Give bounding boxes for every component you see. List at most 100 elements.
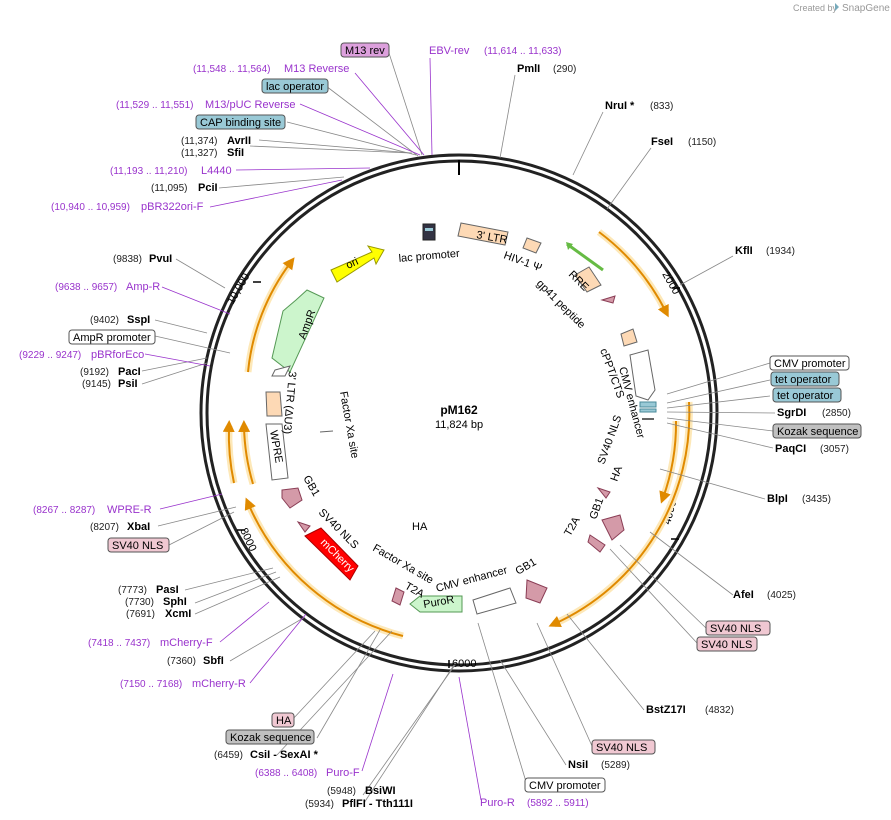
- ha-label-bottom: HA: [412, 521, 428, 533]
- primer-amp-r: Amp-R: [126, 281, 160, 293]
- primer-pbr322ori-f-range: (10,940 .. 10,959): [51, 202, 130, 213]
- tet-operator-mark-2: [639, 408, 657, 413]
- gb1-label-right: GB1: [588, 496, 607, 521]
- label-tet-operator-2: tet operator: [777, 390, 834, 402]
- snapgene-logo-icon: [835, 3, 839, 11]
- enzyme-pflfi-pos: (5934): [305, 799, 334, 810]
- box-tet-operator-1: [770, 371, 840, 387]
- kozak-mark: [642, 418, 654, 420]
- ampr-arrow: [271, 289, 325, 373]
- enzyme-csii: CsiI - SexAI *: [250, 749, 319, 761]
- plasmid-name: pM162: [440, 403, 478, 417]
- primer-l4440-range: (11,193 .. 11,210): [110, 166, 187, 177]
- orf-arc-7: [247, 257, 295, 373]
- t2a-marker-right: [587, 534, 606, 553]
- label-lac-operator: lac operator: [266, 81, 324, 93]
- primer-wpre-r-range: (8267 .. 8287): [33, 505, 95, 516]
- enzyme-pvui-pos: (9838): [113, 254, 142, 265]
- cmv-enhancer-arrow: [629, 349, 656, 401]
- ltr-3-du3-label: 3' LTR (ΔU3): [281, 371, 298, 435]
- enzyme-bstz17i-pos: (4832): [705, 705, 734, 716]
- brand-name: SnapGene: [842, 3, 890, 14]
- primer-m13-reverse: M13 Reverse: [284, 63, 349, 75]
- enzyme-nsii: NsiI: [568, 759, 588, 771]
- enzyme-pmli-pos: (290): [553, 64, 576, 75]
- rre-arrow-head: [566, 242, 573, 250]
- rre-box: [574, 266, 602, 293]
- orf-arc-2: [659, 420, 678, 504]
- enzyme-sfii-pos: (11,327): [181, 148, 218, 159]
- primer-puro-f-range: (6388 .. 6408): [255, 768, 317, 779]
- label-ha-bottom: HA: [276, 715, 292, 727]
- box-m13-rev: [340, 42, 390, 58]
- enzyme-avrii: AvrII: [227, 135, 251, 147]
- tick-label-10000: 10,000: [225, 271, 252, 306]
- enzyme-nrui-pos: (833): [650, 101, 673, 112]
- backbone-outer: [199, 153, 719, 673]
- label-ampr-promoter: AmpR promoter: [73, 332, 151, 344]
- primer-wpre-r: WPRE-R: [107, 504, 152, 516]
- enzyme-sspi-pos: (9402): [90, 315, 119, 326]
- enzyme-sfii: SfiI: [227, 147, 244, 159]
- orf-arc-5: [222, 420, 235, 484]
- label-kozak-right: Kozak sequence: [777, 426, 858, 438]
- cppt-box: [620, 328, 638, 347]
- label-sv40nls-bottom: SV40 NLS: [596, 742, 647, 754]
- enzyme-paci: PacI: [118, 366, 141, 378]
- ha-label-right: HA: [609, 464, 626, 483]
- gb1-left-shape: [281, 487, 303, 509]
- primer-amp-r-range: (9638 .. 9657): [55, 282, 117, 293]
- primer-m13-puc-reverse-range: (11,529 .. 11,551): [116, 100, 193, 111]
- primer-puro-r-range: (5892 .. 5911): [527, 798, 589, 809]
- primer-pbrforeco: pBRforEco: [91, 349, 144, 361]
- enzyme-fsei: FseI: [651, 136, 673, 148]
- enzyme-sgrdi-pos: (2850): [822, 408, 851, 419]
- box-sv40nls-left: [107, 537, 170, 553]
- enzyme-labels: PmlI (290) NruI * (833) FseI (1150) KflI…: [80, 63, 851, 810]
- gb1-label-left: GB1: [300, 474, 321, 499]
- label-m13-rev: M13 rev: [345, 45, 385, 57]
- enzyme-pasi: PasI: [156, 584, 179, 596]
- enzyme-xcmi: XcmI: [165, 608, 191, 620]
- wpre-label: WPRE: [267, 429, 285, 464]
- enzyme-pasi-pos: (7773): [118, 585, 147, 596]
- hiv-psi-label: HIV-1 Ψ: [502, 250, 543, 275]
- ampr-promoter-mark: [271, 365, 291, 377]
- enzyme-pvui: PvuI: [149, 253, 172, 265]
- box-sv40nls-r2: [696, 636, 758, 652]
- label-cmv-promoter-bottom: CMV promoter: [529, 780, 601, 792]
- orf-arc-4: [244, 497, 404, 637]
- primer-mcherry-r-range: (7150 .. 7168): [120, 679, 182, 690]
- cmv-enhancer-bottom-arrow: [472, 587, 517, 615]
- enzyme-xcmi-pos: (7691): [126, 609, 155, 620]
- box-lac-operator: [261, 78, 329, 94]
- puror-arrow: [409, 595, 463, 613]
- tet-operator-mark-1: [639, 401, 657, 408]
- enzyme-bstz17i: BstZ17I: [646, 704, 686, 716]
- primer-m13-reverse-range: (11,548 .. 11,564): [193, 64, 270, 75]
- primer-mcherry-f-range: (7418 .. 7437): [88, 638, 150, 649]
- enzyme-pflfi: PflFI - Tth111I: [342, 798, 413, 810]
- label-sv40nls-r1: SV40 NLS: [710, 623, 761, 635]
- primer-ebv-rev: EBV-rev: [429, 45, 470, 57]
- enzyme-sbfi-pos: (7360): [167, 656, 196, 667]
- box-ha-bottom: [271, 712, 295, 728]
- enzyme-kfli: KflI: [735, 245, 753, 257]
- enzyme-paci-pos: (9192): [80, 367, 109, 378]
- box-cap-binding-site: [195, 114, 286, 130]
- enzyme-bsiwi-pos: (5948): [327, 786, 356, 797]
- lac-promoter-label: lac promoter: [398, 248, 460, 265]
- gb1-bottom-shape: [525, 579, 548, 604]
- enzyme-nsii-pos: (5289): [601, 760, 630, 771]
- orf-arc-3: [548, 401, 691, 627]
- plasmid-length: 11,824 bp: [435, 419, 483, 431]
- lac-promoter-box: [422, 223, 436, 241]
- enzyme-xbai: XbaI: [127, 521, 150, 533]
- factor-xa-label-bottom: Factor Xa site: [371, 542, 436, 586]
- enzyme-blpi-pos: (3435): [802, 494, 831, 505]
- enzyme-sspi: SspI: [127, 314, 150, 326]
- primer-puro-r: Puro-R: [480, 797, 515, 809]
- box-tet-operator-2: [772, 387, 842, 403]
- enzyme-pmli: PmlI: [517, 63, 540, 75]
